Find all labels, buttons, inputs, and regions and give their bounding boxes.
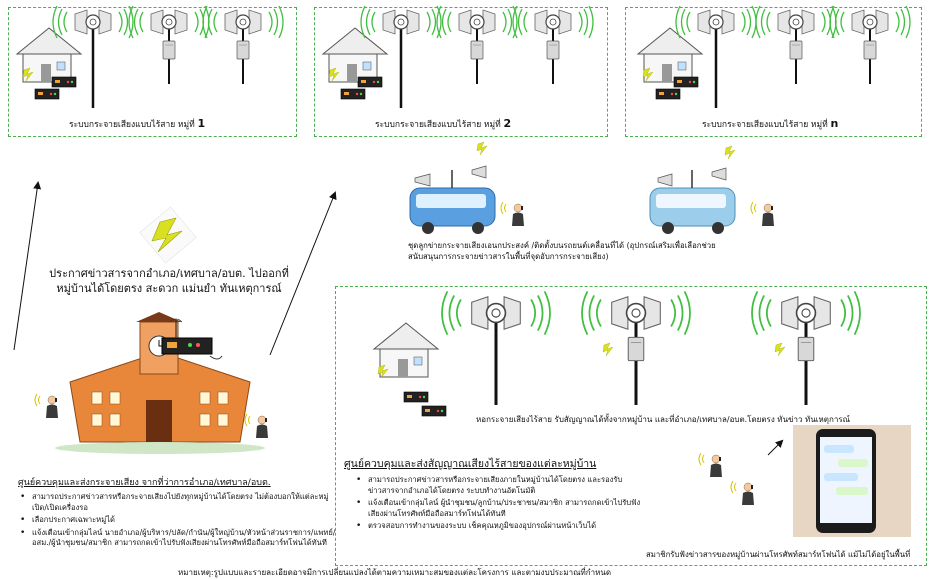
zone-village-n: ระบบกระจายเสียงแบบไร้สาย หมู่ที่ n — [625, 5, 922, 137]
smartphone-illustration — [698, 425, 911, 537]
list-item: แจ้งเตือนเข้ากลุ่มไลน์ นายอำเภอ/ผู้บริหา… — [20, 528, 338, 549]
bus-icon — [649, 170, 736, 234]
wireless-signal-icon — [139, 206, 197, 264]
village-n-illustration — [637, 5, 911, 108]
transmitter-icon — [161, 318, 223, 360]
village-2-illustration — [322, 5, 594, 108]
village-center-bullets: สามารถประกาศข่าวสารหรือกระจายเสียงภายในห… — [354, 475, 648, 534]
village-1-caption: ระบบกระจายเสียงแบบไร้สาย หมู่ที่ 1 — [69, 117, 206, 130]
list-item: สามารถประกาศข่าวสารหรือกระจายเสียงไปยังท… — [20, 492, 338, 513]
zone-village-1: ระบบกระจายเสียงแบบไร้สาย หมู่ที่ 1 — [8, 5, 297, 137]
tower-caption: หอกระจายเสียงไร้สาย รับสัญญาณได้ทั้งจากห… — [476, 415, 851, 424]
smartphone-icon — [816, 429, 876, 533]
district-center-panel: ศูนย์ควบคุมและส่งกระจายเสียง จากที่ว่ากา… — [18, 475, 338, 551]
mobile-units-caption: ชุดลูกข่ายกระจายเสียงเอนกประสงค์ /ติดตั้… — [408, 241, 716, 261]
zone-village-2: ระบบกระจายเสียงแบบไร้สาย หมู่ที่ 2 — [314, 5, 608, 137]
phone-caption: สมาชิกรับฟังข่าวสารของหมู่บ้านผ่านโทรศัพ… — [646, 550, 911, 559]
village-2-caption: ระบบกระจายเสียงแบบไร้สาย หมู่ที่ 2 — [375, 117, 512, 130]
bus-icon — [409, 170, 496, 234]
list-item: ตรวจสอบการทำงานของระบบ เช็คคุณหภูมิของอุ… — [356, 521, 648, 532]
district-center-title: ศูนย์ควบคุมและส่งกระจายเสียง จากที่ว่ากา… — [18, 478, 271, 488]
village-center-title: ศูนย์ควบคุมและส่งสัญญาณเสียงไร้สายของแต่… — [344, 458, 597, 470]
village-1-illustration — [16, 5, 284, 108]
district-office-illustration — [34, 312, 269, 454]
list-item: แจ้งเตือนเข้ากลุ่มไลน์ ผู้นำชุมชน/ลูกบ้า… — [356, 498, 648, 519]
building-icon — [55, 312, 265, 454]
list-item: สามารถประกาศข่าวสารหรือกระจายเสียงภายในห… — [356, 475, 648, 496]
announce-caption: ประกาศข่าวสารจากอำเภอ/เทศบาล/อบต. ไปออกท… — [49, 267, 289, 295]
district-center-bullets: สามารถประกาศข่าวสารหรือกระจายเสียงไปยังท… — [18, 492, 338, 549]
zone-village-center: หอกระจายเสียงไร้สาย รับสัญญาณได้ทั้งจากห… — [335, 286, 927, 566]
village-center-illustration — [373, 290, 861, 417]
village-n-caption: ระบบกระจายเสียงแบบไร้สาย หมู่ที่ n — [702, 117, 839, 130]
list-item: เลือกประกาศเฉพาะหมู่ได้ — [20, 515, 338, 526]
footnote: หมายเหตุ:รูปแบบและรายละเอียดอาจมีการเปลี… — [178, 568, 612, 577]
mobile-units-illustration — [409, 141, 775, 234]
